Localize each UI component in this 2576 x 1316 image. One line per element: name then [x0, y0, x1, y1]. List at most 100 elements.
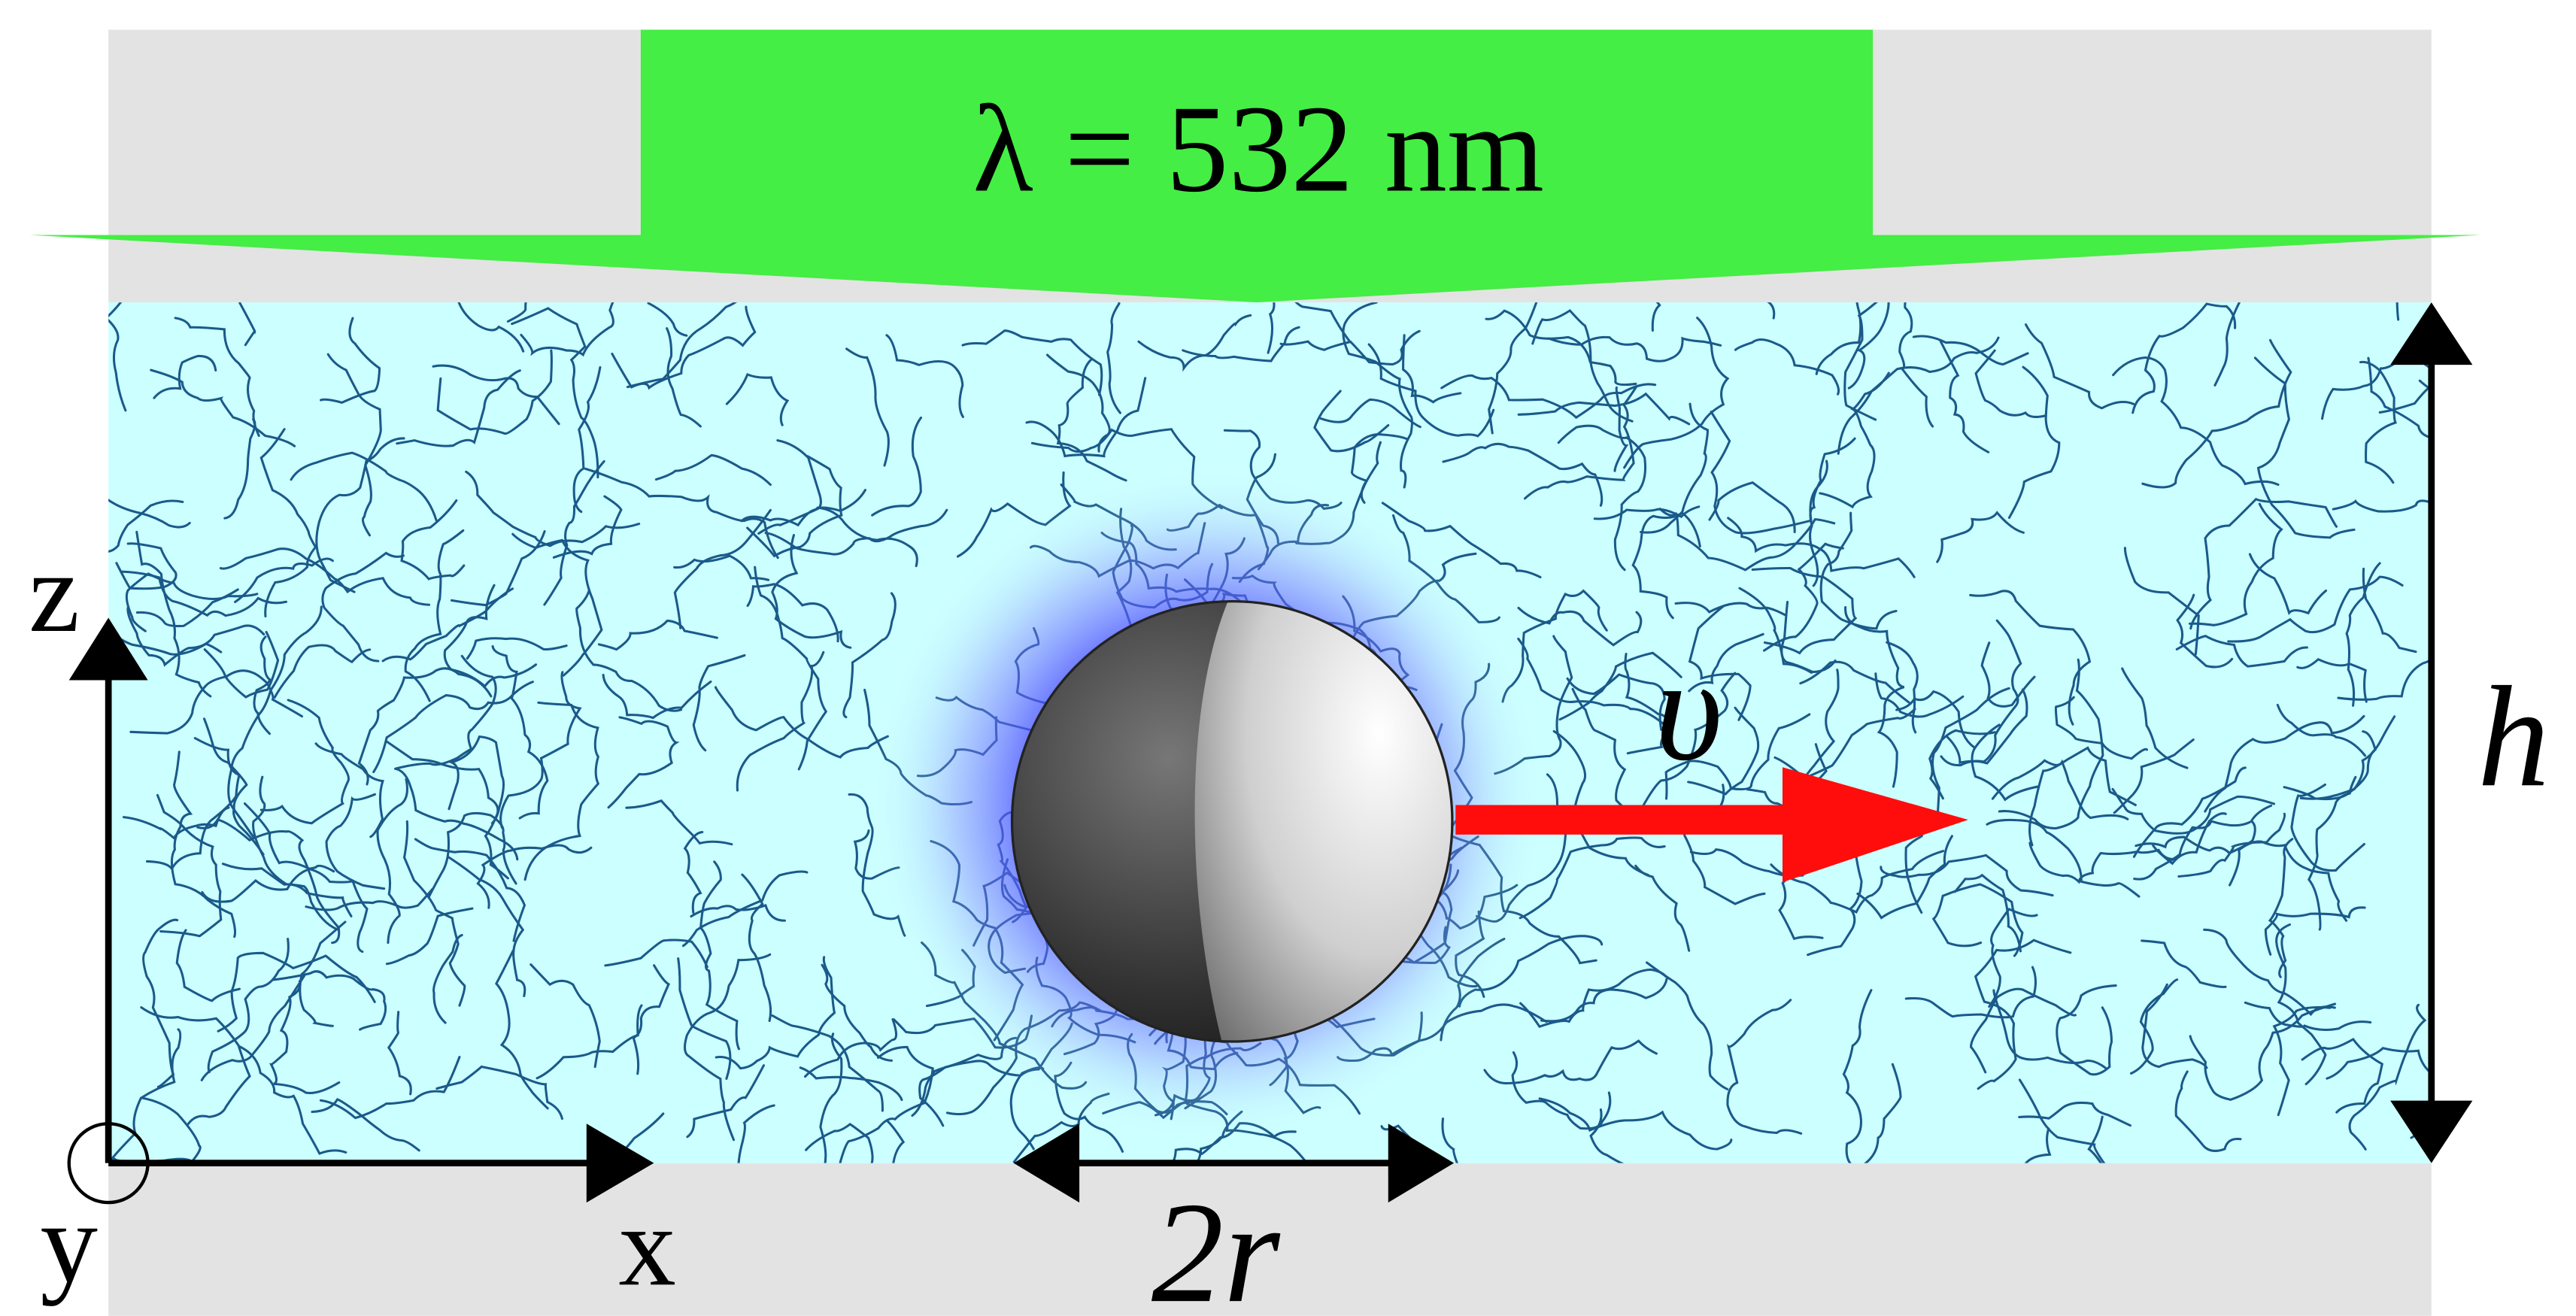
polymer-chain: [175, 929, 241, 1002]
polymer-chain: [495, 949, 549, 1110]
polymer-chain: [1815, 302, 1862, 375]
polymer-chain: [1898, 302, 1934, 428]
polymer-chain: [746, 583, 839, 643]
polymer-chain: [520, 302, 614, 357]
polymer-chain: [2203, 928, 2336, 1017]
polymer-chain: [217, 951, 376, 1032]
polymer-chain: [221, 863, 353, 917]
polymer-chain: [2054, 696, 2148, 760]
polymer-chain: [543, 460, 605, 606]
polymer-chain: [1880, 854, 2054, 897]
polymer-chain: [686, 1064, 766, 1139]
polymer-chain: [1928, 729, 1996, 800]
z-axis-label: z: [29, 529, 80, 656]
polymer-chain: [404, 529, 465, 702]
polymer-chain: [741, 873, 772, 1023]
polymer-chain: [1623, 317, 1730, 469]
polymer-chain: [1511, 1051, 1612, 1130]
polymer-chain: [321, 551, 405, 663]
polymer-chain: [2296, 657, 2368, 703]
x-axis-label: x: [618, 1183, 675, 1310]
polymer-chain: [125, 572, 259, 632]
polymer-chain: [156, 793, 223, 938]
polymer-chain: [108, 499, 184, 553]
polymer-chain: [320, 317, 381, 404]
polymer-chain: [1674, 602, 1787, 617]
polymer-chain: [1847, 302, 1890, 390]
polymer-chain: [1531, 309, 1634, 423]
polymer-chain: [1646, 961, 1729, 1090]
polymer-chain: [1519, 968, 1667, 1028]
polymer-chain: [2253, 356, 2356, 539]
polymer-chain: [511, 532, 603, 677]
polymer-chain: [2111, 787, 2276, 835]
polymer-chain: [1106, 302, 1122, 414]
polymer-chain: [2141, 939, 2227, 989]
polymer-chain: [1485, 309, 1637, 387]
polymer-chain: [1688, 605, 1752, 721]
polymer-chain: [511, 307, 599, 479]
polymer-chain: [2007, 365, 2061, 519]
polymer-chain: [2135, 804, 2273, 855]
polymer-chain: [1557, 424, 1647, 572]
polymer-chain: [174, 317, 260, 437]
polymer-chain: [2348, 1003, 2427, 1151]
laser-wavelength-label: λ = 532 nm: [972, 80, 1544, 218]
polymer-chain: [2141, 983, 2208, 1069]
polymer-chain: [804, 1018, 898, 1078]
polymer-chain: [207, 937, 290, 1074]
polymer-chain: [1442, 442, 1604, 507]
polymer-chain: [2141, 338, 2292, 489]
polymer-chain: [357, 667, 493, 786]
polymer-chain: [602, 673, 712, 720]
polymer-chain: [2268, 838, 2294, 978]
polymer-chain: [400, 499, 466, 581]
polymer-chain: [1738, 587, 1813, 674]
polymer-chain: [2307, 775, 2357, 931]
polymer-chain: [1402, 334, 1462, 404]
polymer-chain: [2272, 1006, 2332, 1117]
polymer-chain: [626, 302, 737, 389]
polymer-chain: [2024, 323, 2135, 410]
polymer-chain: [290, 451, 438, 522]
polymer-chain: [432, 933, 463, 1024]
polymer-chain: [1895, 690, 1976, 749]
polymer-chain: [1856, 835, 1953, 920]
polymer-chain: [1517, 637, 1665, 726]
diameter-label: 2r: [1151, 1172, 1281, 1316]
polymer-chain: [2332, 456, 2432, 513]
polymer-chain: [1940, 619, 2022, 767]
polymer-chain: [435, 1065, 564, 1120]
polymer-chain: [1974, 938, 2072, 1090]
polymer-chain: [252, 775, 338, 931]
polymer-chain: [1819, 371, 1890, 509]
polymer-chain: [2133, 819, 2251, 881]
polymer-chain: [1727, 517, 1916, 578]
polymer-chain: [1998, 658, 2104, 830]
polymer-chain: [450, 530, 546, 607]
polymer-chain: [1538, 1097, 1733, 1151]
polymer-chain: [170, 750, 237, 938]
polymer-chain: [140, 1006, 251, 1126]
polymer-chain: [491, 644, 549, 820]
polymer-chain: [666, 327, 702, 428]
polymer-chain: [2320, 354, 2432, 420]
polymer-chain: [607, 716, 680, 809]
polymer-chain: [2018, 1078, 2106, 1163]
polymer-chain: [1988, 908, 2038, 1008]
polymer-chain: [2276, 703, 2367, 757]
polymer-chain: [1751, 566, 1858, 655]
polymer-chain: [529, 963, 601, 1069]
polymer-chain: [443, 584, 538, 688]
polymer-chain: [2204, 714, 2365, 813]
polymer-chain: [1517, 392, 1691, 426]
polymer-chain: [632, 964, 671, 1075]
polymer-chain: [2264, 906, 2366, 956]
height-label: h: [2477, 656, 2550, 817]
polymer-chain: [2121, 667, 2189, 769]
polymer-chain: [2229, 840, 2348, 922]
polymer-chain: [2123, 547, 2200, 656]
polymer-chain: [754, 566, 828, 771]
polymer-chain: [2378, 384, 2432, 414]
